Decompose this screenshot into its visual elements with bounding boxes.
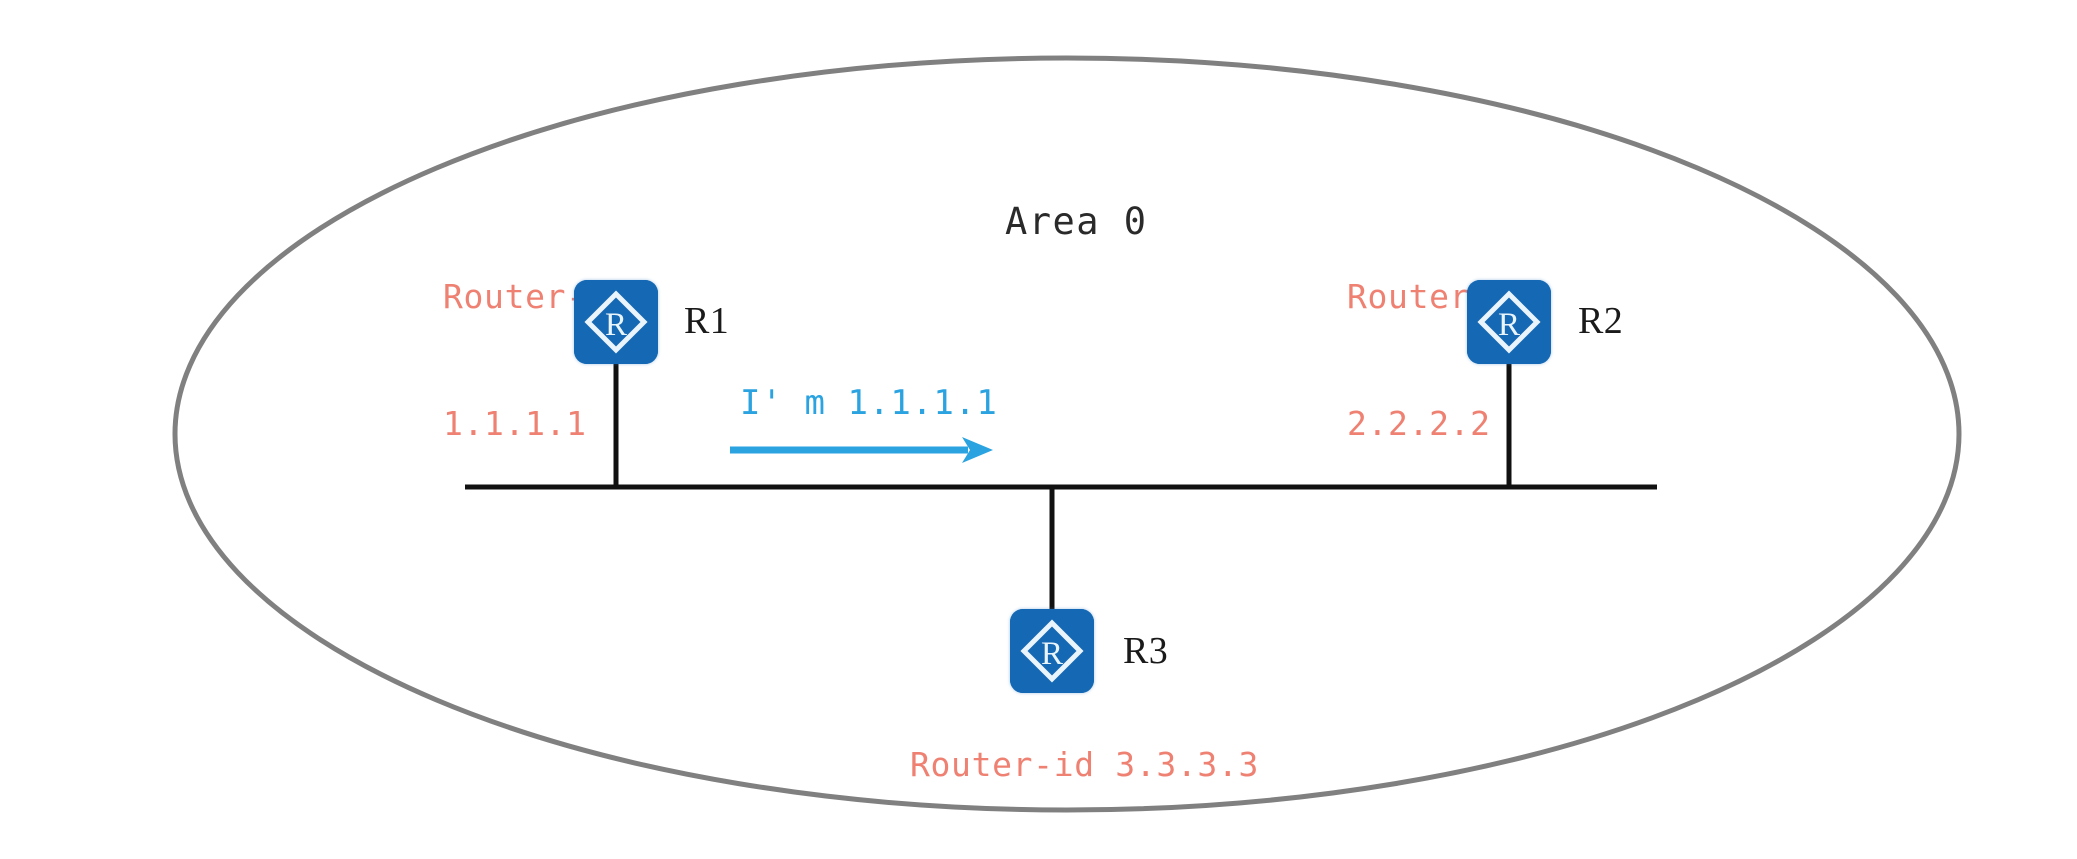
router-icon: R: [1467, 280, 1551, 364]
router-name-label-r1: R1: [684, 300, 730, 342]
router-name-label-r2: R2: [1578, 300, 1624, 342]
router-id-label-r3: Router-id 3.3.3.3: [910, 745, 1259, 784]
router-node-r1[interactable]: R: [574, 280, 658, 364]
svg-text:R: R: [605, 307, 627, 343]
hello-packet-label: I' m 1.1.1.1: [740, 383, 998, 423]
router-node-r3[interactable]: R: [1010, 609, 1094, 693]
svg-text:R: R: [1498, 307, 1520, 343]
router-icon: R: [1010, 609, 1094, 693]
arrow-right-icon: [730, 437, 993, 463]
router-id-label-r2-line2: 2.2.2.2: [1347, 404, 1491, 444]
router-name-label-r3: R3: [1123, 630, 1169, 672]
area-boundary-ellipse: [172, 55, 1962, 813]
area-title-label: Area 0: [1005, 200, 1148, 243]
router-icon: R: [574, 280, 658, 364]
svg-text:R: R: [1041, 636, 1063, 672]
router-node-r2[interactable]: R: [1467, 280, 1551, 364]
router-id-label-r1-line2: 1.1.1.1: [443, 404, 587, 444]
